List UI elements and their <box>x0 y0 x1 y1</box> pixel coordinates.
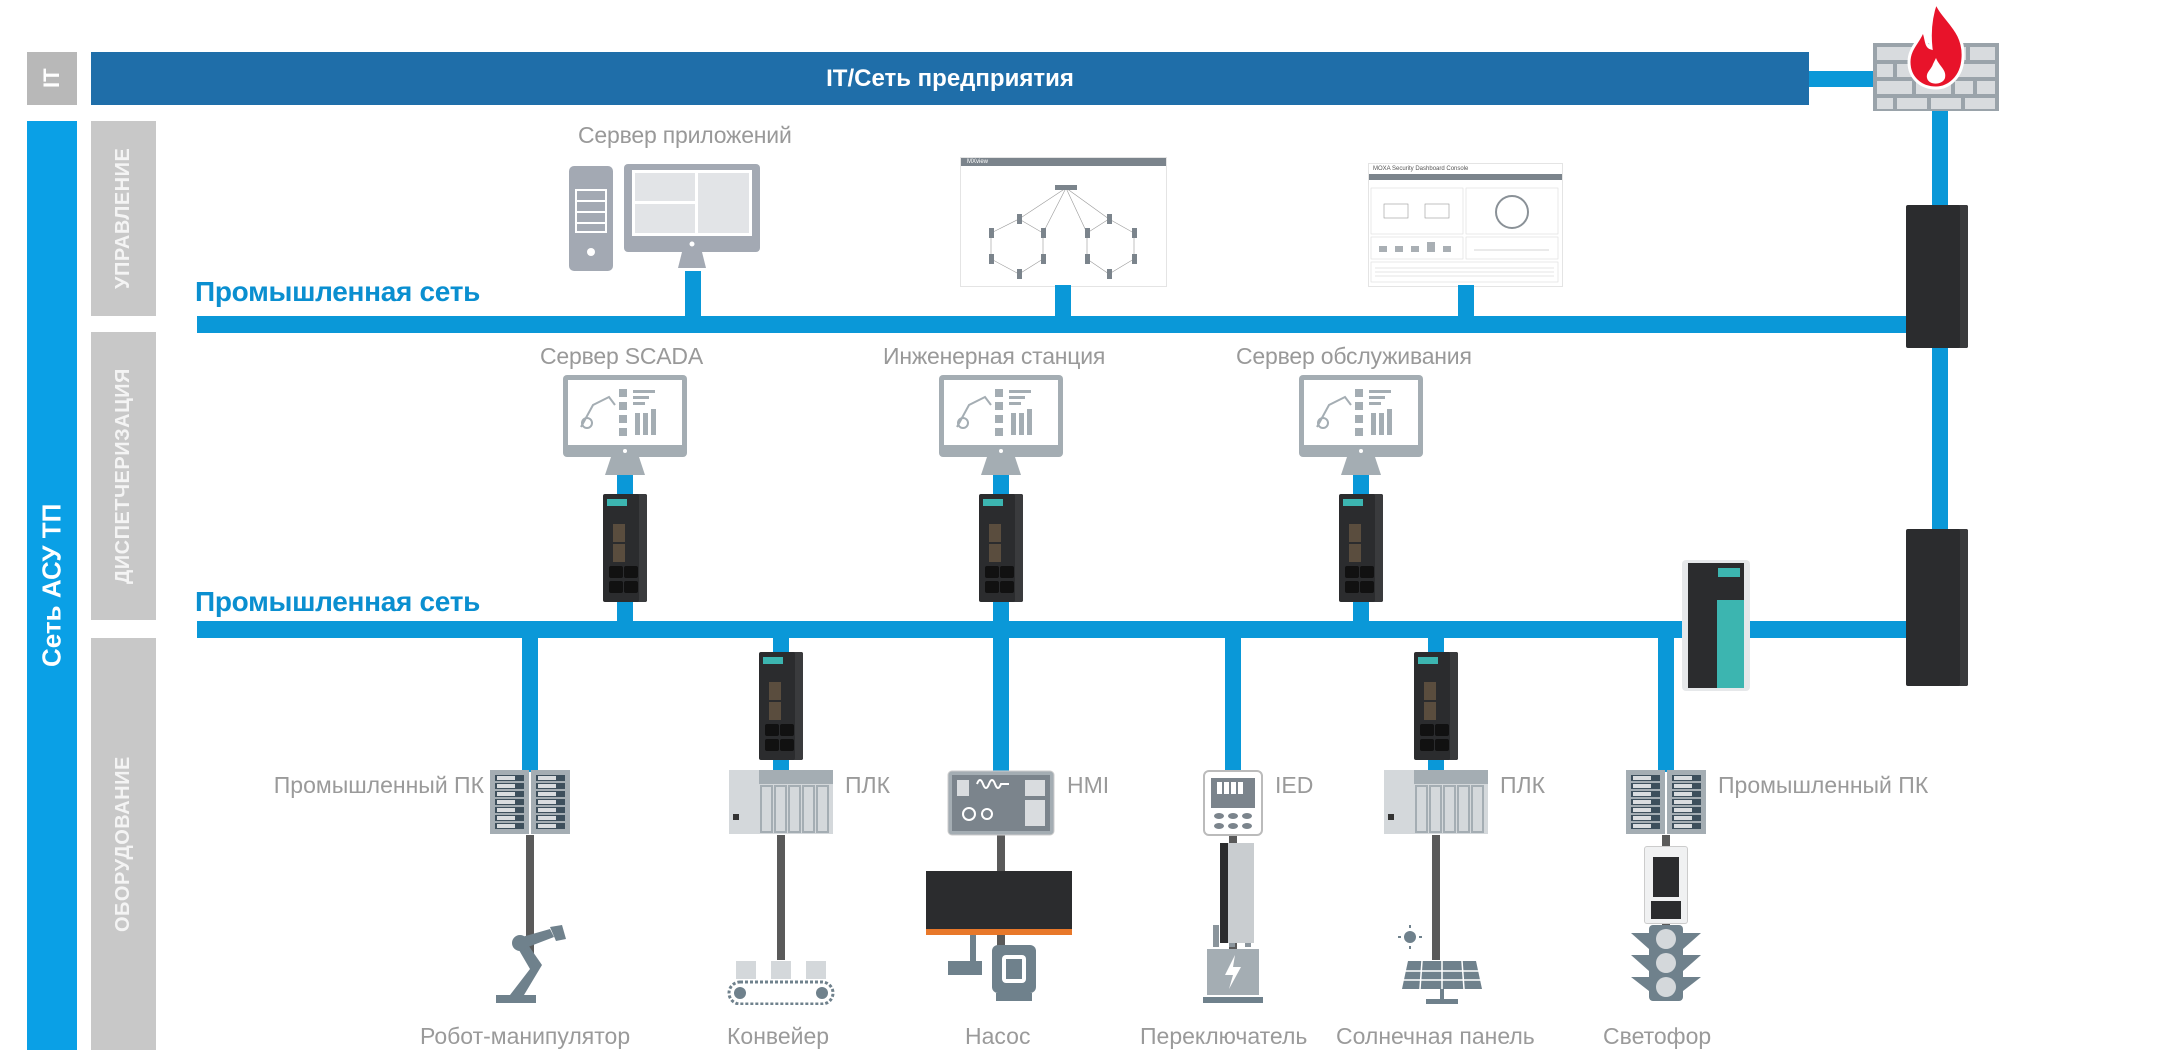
it-band-label: IT <box>39 68 64 89</box>
field-device-label: Светофор <box>1603 1023 1712 1049</box>
lower-network-label: Промышленная сеть <box>195 586 481 617</box>
industrial-pc-icon <box>490 770 570 836</box>
firewall-icon <box>1873 0 1999 112</box>
ethernet-switch <box>1682 560 1750 691</box>
field-cable <box>1432 835 1440 960</box>
protocol-gateway <box>1220 843 1254 943</box>
supervisory-node-label: Сервер обслуживания <box>1236 343 1472 369</box>
it-firewall-link <box>1809 71 1875 87</box>
upper-network-line <box>197 316 1907 333</box>
firewall-router-upper <box>1906 205 1968 348</box>
dashboard-link <box>1458 285 1474 317</box>
ot-network-band-label: Сеть АСУ ТП <box>36 503 67 668</box>
trunk-line-middle <box>1932 346 1948 531</box>
field-link <box>1658 637 1674 772</box>
workstation-monitor-icon <box>939 375 1063 482</box>
hmi-icon <box>947 770 1055 836</box>
it-network-bar: IT/Сеть предприятия <box>91 52 1809 105</box>
controller-label: ПЛК <box>845 772 891 798</box>
field-cable <box>777 835 785 960</box>
ied-icon <box>1203 770 1263 836</box>
topology-screenshot-title: MXview <box>961 158 1166 166</box>
plc-icon <box>1384 770 1488 836</box>
controller-label: HMI <box>1067 772 1110 798</box>
field-device-label: Робот-манипулятор <box>420 1023 631 1049</box>
workstation-monitor-icon <box>1299 375 1423 482</box>
dashboard-screenshot-title: MOXA Security Dashboard Console <box>1373 166 1469 172</box>
level-label-supervisory: ДИСПЕТЧЕРИЗАЦИЯ <box>112 368 134 584</box>
solar-panel-icon <box>1396 925 1486 1010</box>
field-link <box>993 637 1009 772</box>
level-band-field: ОБОРУДОВАНИЕ <box>91 638 156 1050</box>
topology-graph <box>989 185 1137 279</box>
field-device-label: Переключатель <box>1140 1023 1308 1049</box>
robot-arm-icon <box>490 925 580 1010</box>
controller-label: IED <box>1275 772 1314 798</box>
secure-router-switch <box>759 652 803 760</box>
level-label-management: УПРАВЛЕНИЕ <box>112 147 134 290</box>
secure-router-switch <box>979 494 1023 602</box>
level-band-management: УПРАВЛЕНИЕ <box>91 121 156 316</box>
app-server-label: Сервер приложений <box>578 122 792 148</box>
controller-label: ПЛК <box>1500 772 1546 798</box>
secure-router-switch <box>1414 652 1458 760</box>
supervisory-node-label: Инженерная станция <box>883 343 1106 369</box>
it-band: IT <box>27 52 77 105</box>
traffic-light-icon <box>1631 925 1701 1010</box>
dashboard-widgets <box>1370 187 1559 283</box>
security-dashboard-screenshot: MOXA Security Dashboard Console <box>1368 163 1563 287</box>
topology-screenshot: MXview <box>960 157 1167 287</box>
trunk-line-top <box>1932 111 1948 206</box>
conveyor-icon <box>726 925 836 1010</box>
field-device-label: Солнечная панель <box>1336 1023 1535 1049</box>
app-server-icon <box>569 164 761 272</box>
field-link <box>1225 637 1241 772</box>
topology-link <box>1055 285 1071 317</box>
controller-label: Промышленный ПК <box>1718 772 1929 798</box>
ot-network-band: Сеть АСУ ТП <box>27 121 77 1050</box>
it-network-title: IT/Сеть предприятия <box>826 64 1074 92</box>
controller-label: Промышленный ПК <box>273 772 484 798</box>
pump-icon <box>946 925 1056 1010</box>
industrial-pc-icon <box>1626 770 1706 836</box>
remote-io-module <box>926 871 1072 935</box>
field-link <box>522 637 538 772</box>
level-label-field: ОБОРУДОВАНИЕ <box>112 756 134 932</box>
workstation-monitor-icon <box>563 375 687 482</box>
field-cable <box>526 835 534 960</box>
app-server-link <box>685 271 701 317</box>
cellular-gateway <box>1644 846 1688 924</box>
secure-router-switch <box>603 494 647 602</box>
lower-network-line <box>197 621 1909 638</box>
level-band-supervisory: ДИСПЕТЧЕРИЗАЦИЯ <box>91 332 156 620</box>
secure-router-switch <box>1339 494 1383 602</box>
upper-network-label: Промышленная сеть <box>195 276 481 307</box>
supervisory-node-label: Сервер SCADA <box>540 343 703 369</box>
field-device-label: Насос <box>965 1023 1031 1049</box>
field-device-label: Конвейер <box>727 1023 830 1049</box>
firewall-router-lower <box>1906 529 1968 686</box>
plc-icon <box>729 770 833 836</box>
